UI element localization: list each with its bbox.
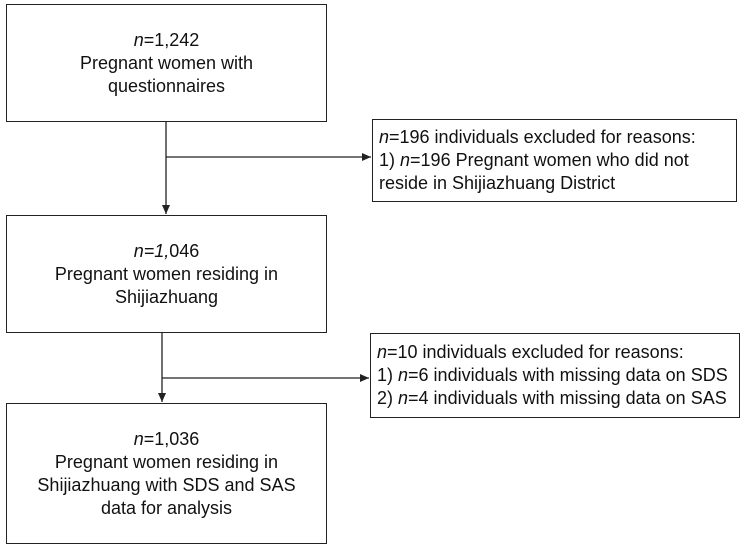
exclusion1-heading: n=196 individuals excluded for reasons: — [379, 127, 696, 147]
box2-count: n=1,046 — [133, 240, 200, 261]
box2-line3: Shijiazhuang — [114, 286, 219, 307]
box2-line2: Pregnant women residing in — [54, 263, 279, 284]
box3-line2: Pregnant women residing in — [54, 451, 279, 472]
box3-count: n=1,036 — [133, 428, 200, 449]
box1-count: n=1,242 — [133, 29, 200, 50]
exclusion2-heading: n=10 individuals excluded for reasons: — [377, 342, 684, 362]
box3-line4: data for analysis — [100, 497, 233, 518]
exclusion1-item1-cont: reside in Shijiazhuang District — [379, 173, 616, 193]
box3-line3: Shijiazhuang with SDS and SAS — [37, 474, 296, 495]
box-residing-shijiazhuang: n=1,046 Pregnant women residing in Shiji… — [6, 215, 327, 333]
box-total-questionnaires: n=1,242 Pregnant women with questionnair… — [6, 4, 327, 122]
exclusion2-item2: 2) n=4 individuals with missing data on … — [377, 388, 727, 408]
box-exclusion-residence: n=196 individuals excluded for reasons: … — [372, 119, 737, 202]
box-final-analysis-sample: n=1,036 Pregnant women residing in Shiji… — [6, 403, 327, 544]
box1-line3: questionnaires — [107, 75, 226, 96]
exclusion2-item1: 1) n=6 individuals with missing data on … — [377, 365, 728, 385]
box-exclusion-missing-data: n=10 individuals excluded for reasons: 1… — [370, 333, 740, 418]
exclusion1-item1: 1) n=196 Pregnant women who did not — [379, 150, 689, 170]
box1-line2: Pregnant women with — [79, 52, 254, 73]
